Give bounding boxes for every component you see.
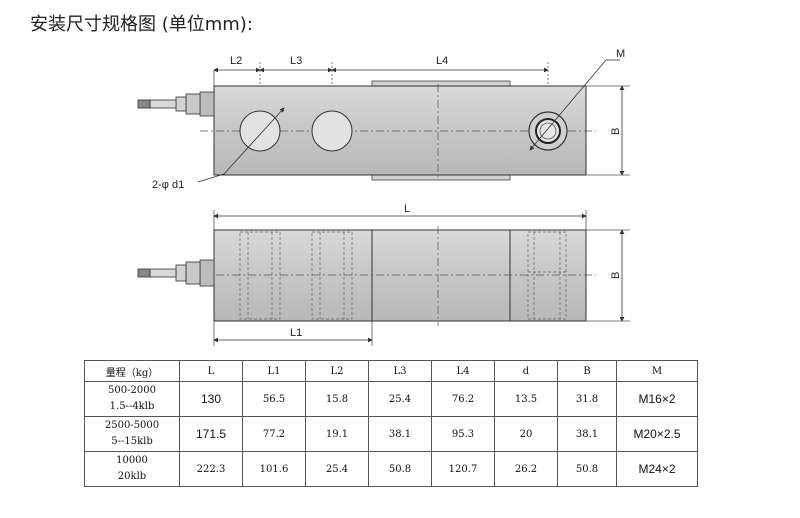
cell-range: 500-2000 1.5--4klb [84,381,180,417]
header-d: d [494,360,558,382]
cell-d: 26.2 [494,451,558,487]
table-header-row: 量程（kg） L L1 L2 L3 L4 d B M [84,360,698,382]
header-b: B [557,360,617,382]
header-l4: L4 [431,360,495,382]
label-l2: L2 [230,55,242,67]
range-kg: 10000 [116,455,148,466]
cell-range: 10000 20klb [84,451,180,487]
header-range: 量程（kg） [84,360,180,382]
cell-l4: 95.3 [431,416,495,452]
cell-l3: 38.1 [368,416,432,452]
cell-l1: 101.6 [242,451,306,487]
label-l4: L4 [436,55,448,67]
cell-l4: 76.2 [431,381,495,417]
top-view: L2 L3 L4 M 2-φ d1 B [137,48,630,191]
table-row: 10000 20klb 222.3 101.6 25.4 50.8 120.7 … [84,451,698,487]
cell-l3: 50.8 [368,451,432,487]
range-kg: 500-2000 [108,385,156,396]
range-kg: 2500-5000 [104,420,160,431]
cell-l1: 77.2 [242,416,306,452]
header-l2: L2 [305,360,369,382]
range-klb: 5--15klb [111,436,153,447]
label-l: L [404,203,410,215]
cell-l4: 120.7 [431,451,495,487]
label-l1: L1 [290,327,302,339]
cell-d: 20 [494,416,558,452]
label-m: M [616,48,625,60]
range-klb: 20klb [117,471,147,482]
cell-b: 31.8 [557,381,617,417]
cell-l3: 25.4 [368,381,432,417]
header-l1: L1 [242,360,306,382]
table-row: 2500-5000 5--15klb 171.5 77.2 19.1 38.1 … [84,416,698,452]
cell-d: 13.5 [494,381,558,417]
spec-table: 量程（kg） L L1 L2 L3 L4 d B M 500-2000 1.5-… [84,360,698,487]
cell-m: M24×2 [616,451,698,487]
cell-l2: 19.1 [305,416,369,452]
label-l3: L3 [290,55,302,67]
cell-l: 171.5 [179,416,243,452]
cell-b: 50.8 [557,451,617,487]
cell-l2: 15.8 [305,381,369,417]
header-m: M [616,360,698,382]
label-hole: 2-φ d1 [152,179,184,191]
header-l3: L3 [368,360,432,382]
cell-l2: 25.4 [305,451,369,487]
range-klb: 1.5--4klb [109,401,155,412]
dimension-drawing: L2 L3 L4 M 2-φ d1 B [137,48,630,346]
cell-l: 222.3 [179,451,243,487]
cell-l: 130 [179,381,243,417]
cell-b: 38.1 [557,416,617,452]
cell-m: M20×2.5 [616,416,698,452]
page-title: 安装尺寸规格图 (单位mm): [30,14,253,35]
cell-m: M16×2 [616,381,698,417]
label-b-top: B [610,128,622,135]
table-row: 500-2000 1.5--4klb 130 56.5 15.8 25.4 76… [84,381,698,417]
header-l: L [179,360,243,382]
cell-l1: 56.5 [242,381,306,417]
side-view: L B L1 [137,203,630,346]
label-b-bottom: B [610,272,622,279]
cell-range: 2500-5000 5--15klb [84,416,180,452]
